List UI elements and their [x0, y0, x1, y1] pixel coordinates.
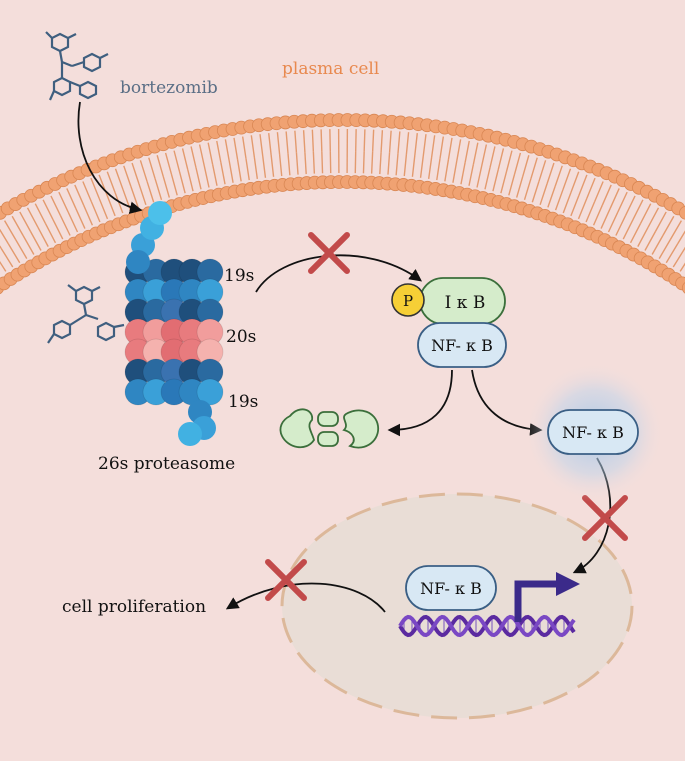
proteasome-26s — [124, 201, 224, 446]
proteasome-label: 26s proteasome — [98, 454, 235, 474]
phosphate-label: P — [403, 292, 413, 310]
nfkb-complex-protein — [417, 322, 507, 368]
ikb-label: I κ B — [445, 293, 486, 313]
inhibition-x-icon — [308, 232, 350, 274]
cap-19s-top-label: 19s — [224, 266, 254, 286]
free-nfkb-label: NF- κ B — [562, 423, 624, 442]
transcription-arrow-icon — [514, 572, 580, 622]
arrow-to-proliferation — [225, 582, 386, 613]
cap-19s-bottom-label: 19s — [228, 392, 258, 412]
nfkb-complex-label: NF- κ B — [431, 336, 493, 355]
plasma-membrane — [0, 113, 685, 295]
nuclear-nfkb-protein — [405, 565, 497, 611]
bortezomib-label: bortezomib — [120, 78, 218, 98]
bortezomib-molecule-icon — [45, 31, 109, 101]
inhibition-x-icon — [582, 495, 628, 541]
bortezomib-bound-molecule-icon — [47, 284, 125, 344]
free-nfkb-protein — [547, 409, 639, 455]
phosphate-badge — [391, 283, 425, 317]
nuclear-nfkb-label: NF- κ B — [420, 579, 482, 598]
free-nfkb: NF- κ B — [524, 362, 664, 502]
arrow-drug-to-proteasome — [77, 101, 143, 214]
degraded-fragments-icon — [279, 408, 379, 449]
core-20s-label: 20s — [226, 327, 256, 347]
dna-helix — [398, 614, 576, 638]
plasma-cell-label: plasma cell — [282, 59, 379, 79]
ikb-nfkb-complex: I κ B NF- κ B P — [391, 277, 507, 368]
inhibition-x-icon — [265, 559, 307, 601]
arrow-to-degradation — [387, 369, 453, 437]
nuclear-nfkb: NF- κ B — [405, 565, 497, 611]
cell-proliferation-label: cell proliferation — [62, 597, 206, 617]
